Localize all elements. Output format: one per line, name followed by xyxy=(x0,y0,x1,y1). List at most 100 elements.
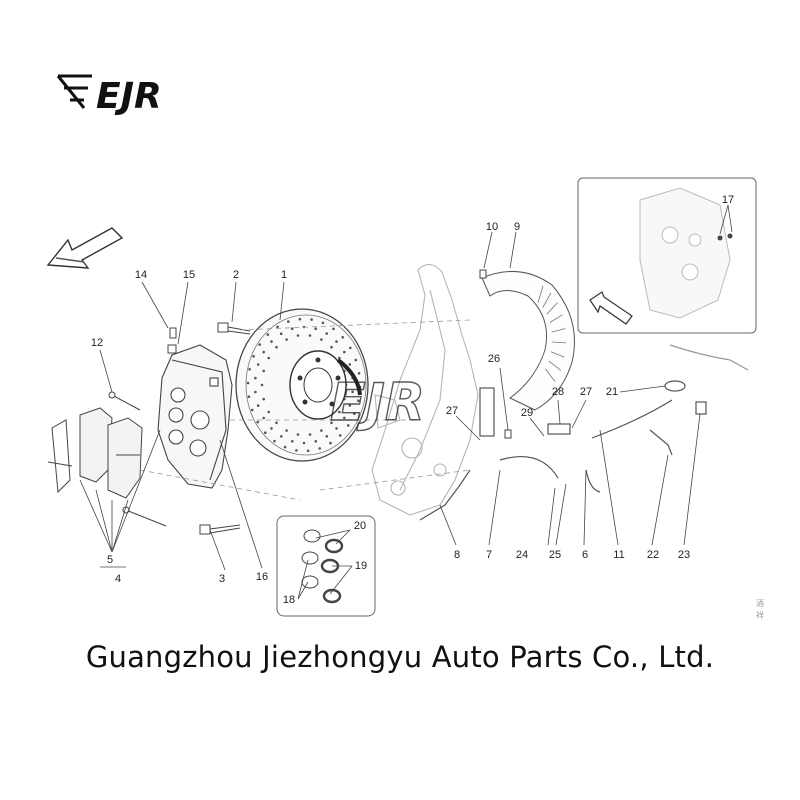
disc-hole xyxy=(246,381,250,385)
callout-27-left: 27 xyxy=(446,405,458,417)
callout-4: 4 xyxy=(115,573,121,585)
callout-15: 15 xyxy=(183,269,195,281)
leader-lines xyxy=(79,204,733,600)
callout-9: 9 xyxy=(514,221,520,233)
shield-slot xyxy=(548,360,561,371)
hub-carrier xyxy=(371,263,479,516)
disc-hole xyxy=(270,427,273,430)
disc-hole xyxy=(267,410,271,414)
shield-slot xyxy=(542,292,552,308)
disc-hole xyxy=(335,340,338,343)
disc-hole xyxy=(314,327,318,331)
callout-27-right: 27 xyxy=(580,386,592,398)
disc-hole xyxy=(320,429,323,432)
disc-hole xyxy=(325,332,329,335)
disc-hole xyxy=(357,399,360,403)
disc-hole xyxy=(330,421,333,425)
disc-hole xyxy=(256,363,260,366)
disc-hole xyxy=(318,447,322,450)
callout-24: 24 xyxy=(516,549,528,561)
disc-hole xyxy=(351,390,354,394)
callout-26: 26 xyxy=(488,353,500,365)
brake-caliper xyxy=(157,344,233,489)
disc-hole xyxy=(325,435,329,438)
callout-17: 17 xyxy=(722,194,734,206)
disc-hole xyxy=(275,421,278,425)
callout-5: 5 xyxy=(107,554,113,566)
disc-hole xyxy=(329,441,332,445)
disc-hole xyxy=(332,327,335,331)
direction-arrow-icon xyxy=(46,227,124,269)
disc-hole xyxy=(338,434,342,437)
disc-hole xyxy=(295,449,298,452)
disc-hole xyxy=(341,336,345,339)
inset-caliper-view xyxy=(577,177,757,334)
disc-hole xyxy=(308,334,312,337)
disc-hole xyxy=(260,383,264,387)
disc-hole xyxy=(298,317,302,321)
callout-7: 7 xyxy=(486,549,492,561)
disc-hole xyxy=(338,410,341,414)
callout-11: 11 xyxy=(613,549,624,561)
corner-mark-line2: 祥 xyxy=(756,610,764,620)
disc-hole xyxy=(264,431,267,435)
disc-hole xyxy=(267,356,271,360)
shield-slot xyxy=(544,368,556,382)
corner-mark-line1: 酒 xyxy=(756,599,764,608)
disc-hole xyxy=(302,441,306,445)
logo-text: EJR xyxy=(96,76,162,117)
disc-hole xyxy=(248,368,251,371)
disc-hole xyxy=(310,318,313,321)
disc-hole xyxy=(262,416,266,420)
disc-hole xyxy=(290,327,294,331)
disc-hole xyxy=(308,433,312,436)
disc-hole xyxy=(266,333,270,336)
disc-hole xyxy=(285,429,288,432)
disc-hole xyxy=(353,412,356,416)
callout-29: 29 xyxy=(521,407,533,419)
shield-slot xyxy=(551,341,567,344)
disc-hole xyxy=(348,404,352,407)
bolts-and-fasteners xyxy=(108,269,512,535)
disc-hole xyxy=(273,439,276,443)
disc-hole xyxy=(335,427,338,430)
callout-14: 14 xyxy=(135,269,147,281)
disc-hole xyxy=(275,345,278,349)
shield-slot xyxy=(550,351,565,358)
callout-20: 20 xyxy=(354,520,366,532)
disc-hole xyxy=(349,346,352,350)
shield-slot xyxy=(549,314,563,323)
disc-hole xyxy=(258,343,262,346)
disc-hole xyxy=(314,440,318,443)
disc-hole xyxy=(321,321,325,325)
disc-hole xyxy=(262,350,266,354)
disc-hole xyxy=(330,345,333,349)
brand-logo: EJR xyxy=(56,74,162,117)
disc-hole xyxy=(256,420,260,424)
callout-6: 6 xyxy=(582,549,588,561)
callout-8: 8 xyxy=(454,549,460,561)
disc-hole xyxy=(252,355,255,358)
disc-hole xyxy=(279,332,283,336)
shield-slot xyxy=(537,285,544,303)
disc-hole xyxy=(348,363,352,366)
callout-3: 3 xyxy=(219,573,225,585)
disc-hole xyxy=(291,440,294,443)
dust-shield xyxy=(481,270,575,411)
inset-arrow-icon xyxy=(589,291,633,325)
watermark-text: EJR xyxy=(330,373,425,433)
disc-hole xyxy=(256,404,260,407)
disc-hole xyxy=(250,408,254,412)
disc-hole xyxy=(320,338,323,341)
disc-hole xyxy=(254,390,257,394)
callout-25: 25 xyxy=(549,549,561,561)
disc-hole xyxy=(357,372,361,375)
disc-hole xyxy=(287,320,290,323)
disc-hole xyxy=(338,356,341,360)
callout-1: 1 xyxy=(281,269,287,281)
callout-21: 21 xyxy=(606,386,618,398)
brake-lines xyxy=(419,344,749,521)
disc-hole xyxy=(285,338,288,341)
disc-hole xyxy=(343,350,346,354)
